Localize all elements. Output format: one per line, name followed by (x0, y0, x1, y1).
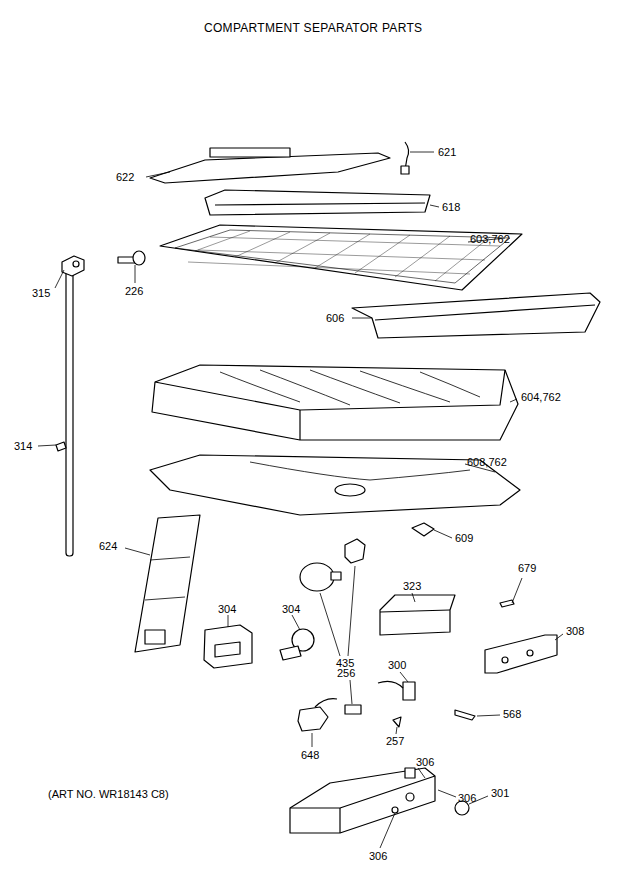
callout-number: 323 (403, 581, 421, 592)
callout-number: 301 (491, 788, 509, 799)
callout-number: 679 (518, 563, 536, 574)
callout-number: 604,762 (521, 392, 561, 403)
box-clip (405, 768, 415, 778)
bar-edge (215, 203, 425, 205)
callout-number: 621 (438, 147, 456, 158)
box-edge (339, 808, 340, 833)
pin-head (133, 251, 145, 265)
glass-shelf (160, 225, 522, 290)
housing-edge (380, 610, 450, 612)
bracket-hole (502, 657, 508, 663)
callout-number: 306 (458, 793, 476, 804)
callout-number: 314 (14, 441, 32, 452)
leader-line (348, 566, 355, 656)
box-hole (406, 793, 414, 801)
panel-line (145, 597, 185, 600)
rod-clip (56, 442, 66, 451)
callout-number: 622 (116, 172, 134, 183)
light-housing (380, 595, 455, 635)
light-bar (205, 190, 430, 215)
callout-number: 315 (32, 288, 50, 299)
mounting-bracket (485, 635, 557, 673)
control-box (290, 768, 435, 833)
terminal (345, 705, 361, 714)
callout-number: 308 (566, 626, 584, 637)
callout-number: 304 (218, 604, 236, 615)
callout-number: 624 (99, 541, 117, 552)
connector (401, 166, 409, 174)
trim-edge (375, 305, 595, 320)
tray-edge (299, 410, 300, 440)
switch (403, 682, 415, 700)
control-housing (204, 625, 252, 668)
callout-number: 606 (326, 313, 344, 324)
shelf-grid (175, 230, 510, 283)
callout-number: 306 (416, 757, 434, 768)
separator-tray (152, 365, 518, 440)
light-bulb (300, 563, 334, 591)
callout-number: 257 (386, 736, 404, 747)
screw (500, 600, 514, 607)
callout-number: 256 (337, 668, 355, 679)
bracket-hole (527, 650, 533, 656)
callout-number: 603,762 (470, 234, 510, 245)
side-panel (135, 515, 200, 652)
box-hole (392, 807, 398, 813)
cover-tab (210, 148, 290, 157)
hinge-rod (66, 268, 73, 556)
callout-number: 304 (282, 604, 300, 615)
insulation-pan (150, 455, 520, 515)
knob-shaft (280, 646, 301, 660)
pan-outlet (335, 484, 365, 496)
bulb-base (331, 572, 341, 580)
front-trim (352, 293, 600, 338)
callout-number: 226 (125, 286, 143, 297)
screw (393, 717, 401, 727)
box-edge (290, 776, 435, 808)
tray-rim (155, 370, 505, 410)
capillary (315, 699, 337, 707)
thermostat (298, 707, 328, 731)
diagram-title: COMPARTMENT SEPARATOR PARTS (204, 22, 422, 34)
callout-number: 609 (455, 533, 473, 544)
leader-line (320, 593, 340, 656)
leader-lines (38, 152, 563, 848)
callout-number: 300 (388, 660, 406, 671)
socket (345, 539, 365, 563)
panel-line (150, 557, 190, 560)
clip (412, 523, 434, 536)
panel-base (145, 630, 165, 644)
screw (455, 710, 475, 720)
callout-number: 608,762 (467, 457, 507, 468)
art-number: (ART NO. WR18143 C8) (48, 789, 169, 800)
rod-bracket (62, 256, 84, 276)
housing-slot (215, 642, 240, 657)
shelf-grid-lines (188, 231, 500, 281)
callout-number: 648 (301, 750, 319, 761)
callout-number: 568 (503, 709, 521, 720)
wire (378, 681, 403, 688)
bracket-hole (73, 261, 79, 267)
callout-number: 306 (369, 851, 387, 862)
tray-ribs (220, 370, 480, 405)
callout-number: 618 (442, 202, 460, 213)
pan-contour (250, 462, 470, 480)
